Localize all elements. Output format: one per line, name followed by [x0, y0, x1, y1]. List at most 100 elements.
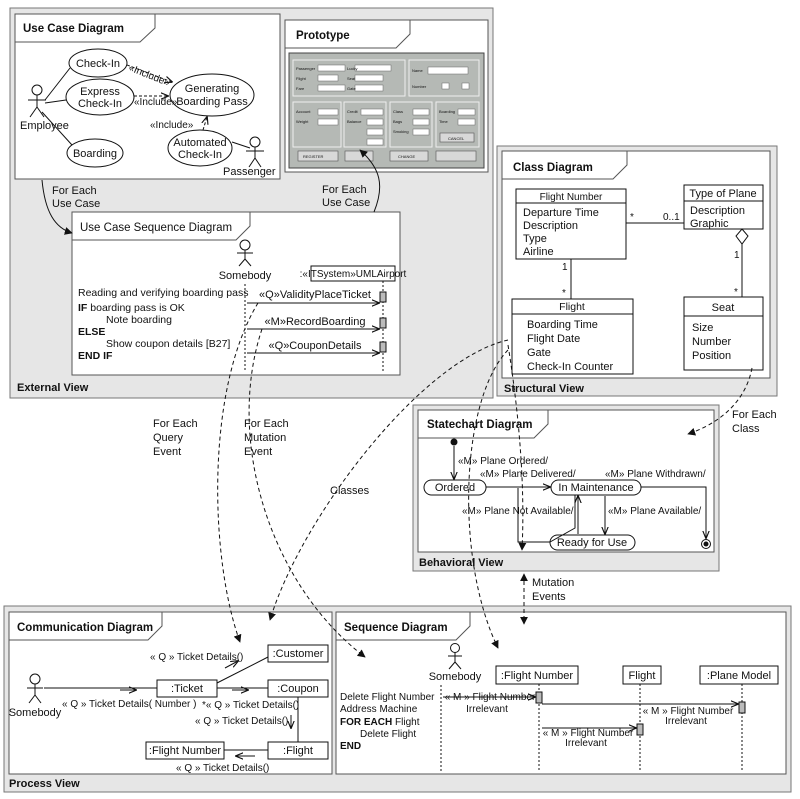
svg-text:Flight: Flight [296, 76, 307, 81]
comm-obj-customer [267, 644, 329, 663]
sequence-panel: Sequence Diagram Somebody :Flight Number… [335, 611, 787, 775]
svg-text:Number: Number [692, 336, 731, 348]
svg-text:For Each: For Each [732, 409, 777, 421]
use-case-title: Use Case Diagram [23, 23, 124, 35]
prototype-title: Prototype [296, 30, 350, 42]
use-case-automated-check-in [167, 129, 233, 167]
svg-text:Size: Size [692, 322, 713, 334]
prototype-change-button [389, 150, 429, 162]
svg-text:*: * [630, 212, 634, 223]
svg-text::Flight Number: :Flight Number [501, 670, 573, 682]
prototype-panel: Prototype [284, 19, 489, 173]
svg-text:Use Case: Use Case [322, 197, 370, 209]
svg-text:ELSE: ELSE [78, 326, 105, 338]
svg-text:*: * [734, 287, 738, 298]
svg-text:1: 1 [734, 250, 740, 261]
statechart-title: Statechart Diagram [427, 419, 532, 431]
svg-text:Airline: Airline [523, 246, 554, 258]
svg-text:Show coupon details [B27]: Show coupon details [B27] [106, 338, 230, 350]
svg-text:« M » Flight Number: « M » Flight Number [543, 728, 634, 739]
passenger-actor [246, 136, 264, 168]
svg-text:In Maintenance: In Maintenance [558, 482, 633, 494]
svg-text:Express: Express [80, 86, 120, 98]
svg-text:Class: Class [393, 109, 403, 114]
svg-text:Events: Events [532, 591, 566, 603]
sequence-title: Sequence Diagram [344, 622, 448, 634]
behavioral-view-label: Behavioral View [419, 557, 504, 569]
comm-actor [27, 673, 43, 704]
uc-seq-system-box [310, 265, 396, 282]
svg-text:Account: Account [296, 109, 311, 114]
svg-text:Check-In: Check-In [76, 58, 120, 70]
svg-text:Fare: Fare [296, 86, 305, 91]
svg-text:Boarding: Boarding [439, 109, 455, 114]
svg-text::Ticket: :Ticket [171, 683, 203, 695]
svg-text:Description: Description [523, 220, 578, 232]
svg-text:CANCEL: CANCEL [448, 136, 465, 141]
process-view-label: Process View [9, 778, 80, 790]
svg-text:Irrelevant: Irrelevant [565, 738, 607, 749]
use-case-boarding [66, 138, 124, 168]
svg-text:Check-In: Check-In [78, 98, 122, 110]
cross-view-labels: For Each Use Case For Each Use Case For … [52, 184, 777, 603]
class-panel: Class Diagram Flight Number Departure Ti… [501, 150, 771, 379]
prototype-cancel-button [439, 132, 475, 143]
uc-seq-actor-label: Somebody [219, 270, 272, 282]
svg-text::Flight: :Flight [283, 745, 313, 757]
prototype-screenshot: Passenger Flight Fare Lucky Seat Gate Na… [288, 52, 485, 169]
svg-text:Boarding Pass: Boarding Pass [176, 96, 248, 108]
svg-text:Classes: Classes [330, 485, 370, 497]
svg-text:For Each: For Each [52, 185, 97, 197]
use-case-panel: Use Case Diagram Employee Passenger [14, 13, 281, 180]
svg-text:CHANGE: CHANGE [398, 154, 415, 159]
svg-text:«M» Plane Withdrawn/: «M» Plane Withdrawn/ [605, 469, 706, 480]
svg-text:Mutation: Mutation [532, 577, 574, 589]
initial-state [450, 438, 458, 446]
communication-title: Communication Diagram [17, 622, 153, 634]
seq-actor [448, 643, 462, 670]
svg-text:Check-In: Check-In [178, 149, 222, 161]
svg-text:Flight: Flight [559, 301, 585, 313]
svg-text:Generating: Generating [185, 83, 239, 95]
svg-text:Reading and verifying boarding: Reading and verifying boarding pass [78, 287, 248, 299]
svg-text:« M » Flight Number: « M » Flight Number [445, 692, 536, 703]
employee-label: Employee [20, 120, 69, 132]
svg-text:Mutation: Mutation [244, 432, 286, 444]
svg-text:REGISTER: REGISTER [303, 154, 324, 159]
svg-text:For Each: For Each [322, 184, 367, 196]
uc-sequence-panel: Use Case Sequence Diagram Somebody :«ITS… [71, 211, 407, 376]
svg-text:*: * [562, 288, 566, 299]
svg-text:Irrelevant: Irrelevant [466, 704, 508, 715]
uc-seq-msg-3: «Q»CouponDetails [269, 340, 362, 352]
svg-text:Seat: Seat [347, 76, 356, 81]
uc-seq-system-label: :«ITSystem»UMLAirport [300, 269, 407, 280]
statechart-panel: Statechart Diagram Ordered In Maintenanc… [417, 409, 715, 553]
prototype-register-button [297, 150, 339, 162]
svg-text::Coupon: :Coupon [277, 683, 319, 695]
svg-text:Position: Position [692, 350, 731, 362]
structural-view-label: Structural View [504, 383, 584, 395]
svg-text:Flight Date: Flight Date [527, 333, 580, 345]
svg-text:Gate: Gate [527, 347, 551, 359]
class-flight-number [515, 188, 627, 260]
svg-text:Use Case: Use Case [52, 198, 100, 210]
svg-text:Bags: Bags [393, 119, 402, 124]
svg-text:Passenger: Passenger [296, 66, 316, 71]
include-label-2: «Include» [134, 97, 178, 108]
comm-actor-label: Somebody [9, 707, 62, 719]
svg-text:Seat: Seat [712, 302, 735, 314]
use-case-generating-boarding-pass [169, 73, 255, 117]
external-view-label: External View [17, 382, 89, 394]
svg-text:Description: Description [690, 205, 745, 217]
svg-text:Credit: Credit [347, 109, 359, 114]
svg-text:Weight: Weight [296, 119, 309, 124]
svg-text:1: 1 [562, 262, 568, 273]
uc-sequence-title: Use Case Sequence Diagram [80, 222, 232, 234]
use-case-check-in [68, 48, 128, 78]
svg-text:Event: Event [153, 446, 181, 458]
cross-view-arrows [41, 149, 753, 658]
svg-text:« Q » Ticket Details(): « Q » Ticket Details() [195, 716, 288, 727]
svg-text:*« Q » Ticket Details(): *« Q » Ticket Details() [202, 700, 299, 711]
class-flight [511, 298, 634, 375]
